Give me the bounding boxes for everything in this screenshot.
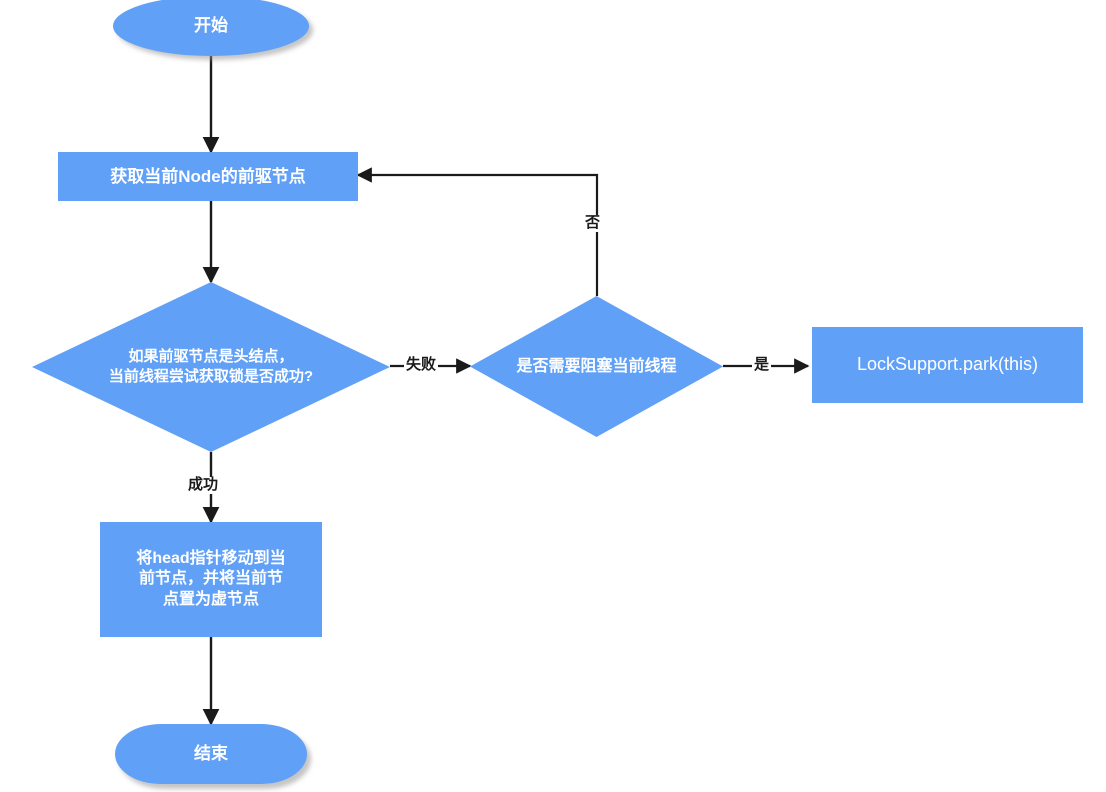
node-get-predecessor-label: 获取当前Node的前驱节点	[110, 166, 306, 186]
edge-should-park-to-get-pred-loop	[356, 167, 599, 296]
edge-label-no: 否	[583, 214, 603, 232]
node-end[interactable]: 结束	[115, 724, 307, 784]
node-set-head[interactable]: 将head指针移动到当 前节点，并将当前节 点置为虚节点	[100, 522, 322, 637]
node-set-head-label: 将head指针移动到当 前节点，并将当前节 点置为虚节点	[136, 549, 286, 608]
node-lock-support-park-label: LockSupport.park(this)	[856, 354, 1039, 375]
node-lock-support-park[interactable]: LockSupport.park(this)	[812, 327, 1083, 403]
node-should-park-label: 是否需要阻塞当前线程	[516, 357, 677, 375]
node-start[interactable]: 开始	[113, 0, 309, 56]
node-should-park-decision[interactable]: 是否需要阻塞当前线程	[470, 296, 723, 437]
edge-label-success: 成功	[186, 476, 221, 494]
edge-label-fail: 失败	[404, 356, 439, 374]
edge-label-yes: 是	[752, 356, 772, 374]
node-get-predecessor[interactable]: 获取当前Node的前驱节点	[58, 152, 358, 201]
node-try-acquire-label: 如果前驱节点是头结点， 当前线程尝试获取锁是否成功?	[108, 348, 314, 385]
node-end-label: 结束	[194, 744, 228, 764]
node-try-acquire-decision[interactable]: 如果前驱节点是头结点， 当前线程尝试获取锁是否成功?	[32, 282, 390, 452]
node-start-label: 开始	[194, 16, 228, 36]
